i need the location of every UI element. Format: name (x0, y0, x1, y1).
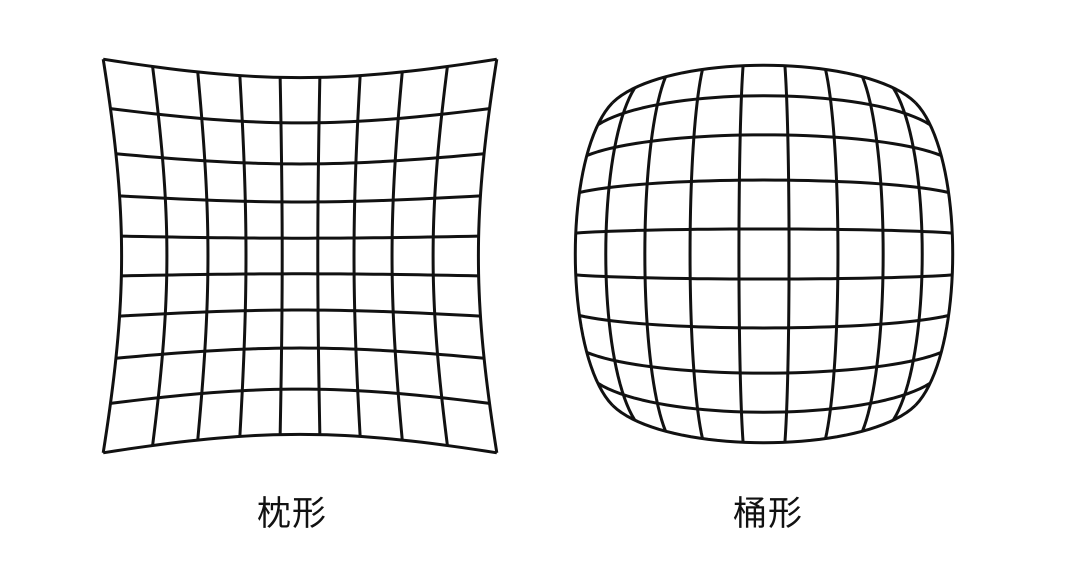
barrel-vertical-line-6 (824, 69, 840, 439)
barrel-horizontal-line-9 (611, 404, 917, 445)
pincushion-vertical-line-8 (431, 66, 449, 446)
barrel-horizontal-line-7 (586, 351, 942, 375)
barrel-vertical-line-1 (604, 87, 637, 421)
pincushion-horizontal-line-6 (119, 308, 481, 318)
pincushion-horizontal-line-4 (121, 234, 479, 240)
barrel-horizontal-line-3 (579, 178, 949, 194)
barrel-horizontal-line-0 (611, 63, 917, 104)
pincushion-vertical-line-0 (101, 58, 124, 454)
barrel-vertical-line-8 (891, 87, 924, 421)
pincushion-vertical-line-6 (352, 75, 362, 437)
pincushion-horizontal-line-5 (121, 272, 479, 278)
barrel-vertical-line-7 (861, 76, 885, 432)
barrel-vertical-line-0 (573, 101, 614, 407)
pincushion-vertical-line-2 (196, 71, 210, 441)
pincushion-vertical-line-4 (278, 77, 284, 435)
pincushion-horizontal-line-7 (115, 346, 485, 360)
barrel-horizontal-line-2 (586, 133, 942, 157)
barrel-vertical-line-2 (643, 76, 667, 432)
pincushion-horizontal-line-1 (110, 107, 490, 125)
barrel-vertical-line-9 (914, 101, 955, 407)
barrel-vertical-line-5 (783, 65, 791, 443)
pincushion-horizontal-line-8 (110, 387, 490, 405)
barrel-label: 桶形 (733, 494, 803, 534)
pincushion-horizontal-line-3 (119, 194, 481, 204)
barrel-vertical-line-4 (737, 65, 745, 443)
pincushion-horizontal-line-9 (102, 432, 498, 455)
pincushion-vertical-line-7 (390, 71, 404, 441)
pincushion-vertical-line-1 (151, 66, 169, 446)
pincushion-horizontal-line-2 (115, 152, 485, 166)
barrel-vertical-line-3 (688, 69, 704, 439)
barrel-horizontal-line-8 (597, 381, 931, 414)
barrel-horizontal-line-1 (597, 94, 931, 127)
barrel-distortion-grid (573, 63, 955, 445)
barrel-horizontal-line-6 (579, 314, 949, 330)
pincushion-vertical-line-3 (238, 75, 248, 437)
pincushion-horizontal-line-0 (102, 57, 498, 80)
pincushion-label: 枕形 (257, 494, 327, 534)
pincushion-vertical-line-5 (316, 77, 322, 435)
pincushion-distortion-grid (101, 57, 499, 455)
barrel-horizontal-line-4 (575, 227, 953, 235)
barrel-horizontal-line-5 (575, 273, 953, 281)
pincushion-vertical-line-9 (476, 58, 499, 454)
